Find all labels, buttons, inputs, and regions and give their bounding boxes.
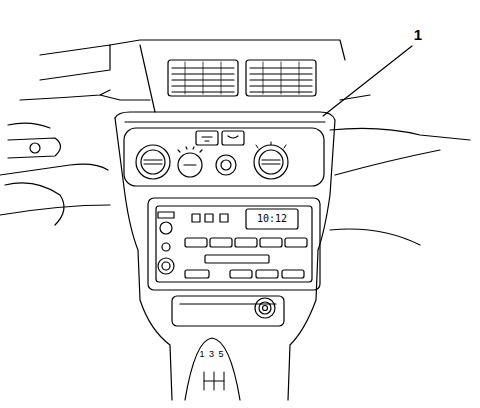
- console-bezel: [115, 45, 335, 400]
- drawing-stroke: [330, 229, 420, 245]
- drawing-stroke: [259, 150, 283, 174]
- drawing-stroke: [256, 142, 286, 148]
- drawing-stroke: [0, 164, 108, 175]
- drawing-stroke: [254, 145, 288, 179]
- drawing-stroke: [8, 138, 61, 158]
- climate-control-panel: [124, 128, 324, 186]
- drawing-stroke: [256, 270, 278, 278]
- drawing-stroke: [335, 150, 440, 175]
- leader-line: [323, 46, 412, 116]
- drawing-stroke: [141, 150, 165, 174]
- drawing-stroke: [115, 112, 335, 400]
- drawing-stroke: [205, 214, 213, 222]
- drawing-stroke: [172, 296, 284, 326]
- drawing-stroke: [136, 145, 170, 179]
- drawing-stroke: [185, 238, 207, 247]
- drawing-stroke: [162, 243, 170, 251]
- drawing-stroke: [140, 45, 155, 112]
- drawing-stroke: [260, 238, 282, 247]
- drawing-stroke: [330, 128, 470, 140]
- drawing-stroke: [178, 153, 202, 177]
- drawing-stroke: [262, 160, 280, 164]
- clock-display: 10:12: [257, 214, 287, 224]
- radio: [148, 198, 320, 290]
- drawing-stroke: [185, 62, 299, 94]
- drawing-stroke: [263, 306, 268, 311]
- drawing-stroke: [185, 270, 209, 278]
- drawing-stroke: [216, 155, 236, 175]
- drawing-stroke: [221, 160, 231, 170]
- drawing-stroke: [285, 238, 307, 247]
- drawing-stroke: [158, 212, 174, 218]
- drawing-stroke: [192, 214, 200, 222]
- drawing-stroke: [156, 206, 312, 282]
- drawing-stroke: [255, 298, 275, 318]
- drawing-stroke: [144, 160, 162, 164]
- drawing-stroke: [124, 128, 324, 186]
- drawing-stroke: [202, 136, 238, 141]
- drawing-stroke: [204, 372, 224, 390]
- drawing-stroke: [125, 121, 325, 122]
- gear-shifter: [185, 338, 240, 400]
- callout-number: 1: [414, 27, 422, 42]
- drawing-stroke: [235, 238, 257, 247]
- drawing-stroke: [178, 147, 202, 152]
- drawing-stroke: [259, 302, 271, 314]
- drawing-stroke: [20, 90, 110, 100]
- drawing-stroke: [162, 262, 170, 270]
- drawing-stroke: [0, 205, 110, 215]
- drawing-stroke: [30, 143, 40, 153]
- drawing-stroke: [246, 209, 298, 229]
- drawing-stroke: [230, 270, 252, 278]
- drawing-stroke: [220, 214, 228, 222]
- drawing-stroke: [184, 164, 196, 165]
- drawing-stroke: [160, 222, 172, 234]
- drawing-stroke: [185, 338, 240, 400]
- drawing-stroke: [8, 123, 50, 128]
- drawing-stroke: [148, 198, 320, 290]
- drawing-stroke: [282, 270, 304, 278]
- drawing-stroke: [205, 255, 269, 263]
- drawing-stroke: [158, 258, 174, 274]
- drawing-stroke: [196, 131, 218, 145]
- air-vents: [168, 60, 316, 96]
- storage-pocket: [172, 296, 284, 326]
- drawing-stroke: [100, 95, 150, 100]
- drawing-stroke: [110, 40, 345, 60]
- turn-signal-stalk: [5, 123, 64, 225]
- drawing-stroke: [210, 238, 232, 247]
- dashboard: [0, 40, 470, 245]
- drawing-stroke: [40, 45, 110, 80]
- shift-pattern: 1 3 5: [199, 350, 224, 359]
- drawing-stroke: [5, 183, 64, 225]
